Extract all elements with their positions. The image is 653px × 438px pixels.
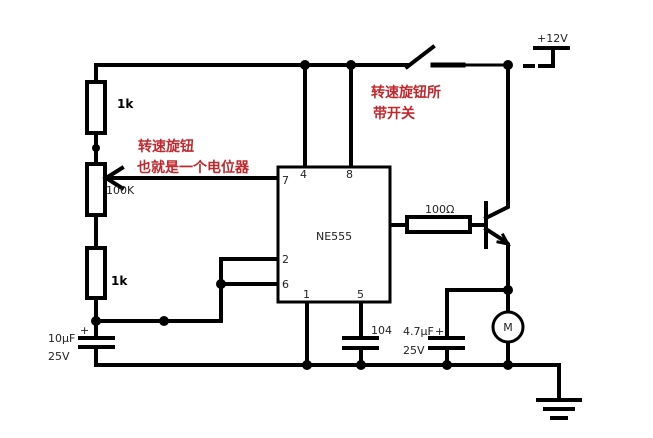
pin-7: 7 <box>282 174 289 187</box>
power-switch <box>404 44 436 70</box>
pot-value: 100K <box>106 184 135 197</box>
motor <box>491 310 525 344</box>
pin-6: 6 <box>282 278 289 291</box>
transistor-emitter-arrow <box>496 232 511 247</box>
pin-2: 2 <box>282 253 289 266</box>
resistor-base-100ohm <box>405 215 472 234</box>
c-motor-polarity: + <box>435 325 444 338</box>
ne555-chip <box>276 165 392 304</box>
c-motor-voltage: 25V <box>403 344 425 357</box>
capacitor-motor <box>428 336 465 350</box>
r-base-value: 100Ω <box>425 203 454 216</box>
ground-icon <box>536 398 582 420</box>
c-control-value: 104 <box>371 324 392 337</box>
c-timing-voltage: 25V <box>48 350 70 363</box>
c-motor-value: 4.7μF <box>403 325 434 338</box>
pin-4: 4 <box>300 168 307 181</box>
pin-5: 5 <box>357 288 364 301</box>
pin-8: 8 <box>346 168 353 181</box>
ic-name: NE555 <box>316 230 352 243</box>
resistor-top-1k <box>85 80 107 135</box>
pot-wiper-arrow <box>102 165 125 191</box>
potentiometer-100k <box>85 162 107 217</box>
switch-annotation-line1: 转速旋钮所 <box>371 84 441 101</box>
pot-annotation-line2: 也就是一个电位器 <box>137 159 250 176</box>
power-label: +12V <box>537 32 568 45</box>
c-timing-value: 10μF <box>48 332 75 345</box>
capacitor-control <box>342 336 379 350</box>
capacitor-timing <box>78 336 115 349</box>
r-top-value: 1k <box>117 97 134 111</box>
wires <box>94 46 570 402</box>
switch-annotation-line2: 带开关 <box>373 105 415 122</box>
junction-dots <box>91 60 513 370</box>
pot-annotation-line1: 转速旋钮 <box>138 138 194 155</box>
motor-label: M <box>503 321 513 334</box>
r-bottom-value: 1k <box>111 274 128 288</box>
pin-1: 1 <box>303 288 310 301</box>
c-timing-polarity: + <box>80 324 89 337</box>
resistor-bottom-1k <box>85 246 107 300</box>
